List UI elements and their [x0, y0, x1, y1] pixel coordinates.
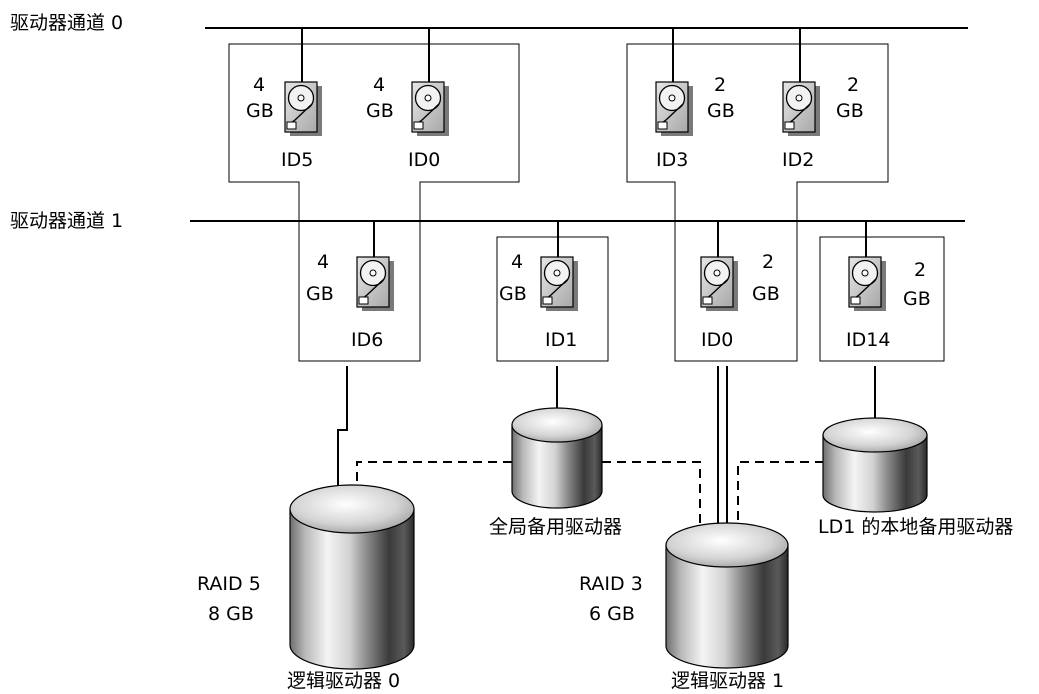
logical-drive-0-label: 逻辑驱动器 0	[287, 670, 400, 692]
drive-size-unit: GB	[366, 100, 394, 122]
logical-drive-1-label: 逻辑驱动器 1	[671, 670, 784, 692]
hard-drive-icon	[782, 81, 821, 137]
drive-size-unit: GB	[903, 288, 931, 310]
hard-drive-icon	[655, 81, 694, 137]
drive-ch0-id3: 2 GB ID3	[655, 74, 735, 171]
channel-0-label: 驱动器通道 0	[10, 12, 123, 34]
global-spare-label: 全局备用驱动器	[489, 516, 622, 538]
drive-ch1-id6: 4 GB ID6	[306, 251, 395, 351]
channel-1-label: 驱动器通道 1	[10, 210, 123, 232]
drive-id: ID14	[846, 329, 890, 351]
global-spare-box	[496, 236, 609, 362]
logical-drive-0-size: 8 GB	[208, 603, 254, 625]
hard-drive-icon	[848, 256, 887, 312]
hard-drive-icon	[284, 81, 323, 137]
drive-size-number: 2	[762, 251, 774, 273]
logical-drive-0-cylinder-icon	[289, 484, 415, 670]
global-spare-cylinder-icon	[511, 407, 603, 509]
drive-size-unit: GB	[499, 283, 527, 305]
drive-size-number: 2	[714, 74, 726, 96]
logical-drive-0-raid-level: RAID 5	[197, 573, 261, 595]
drive-id: ID5	[281, 149, 313, 171]
drive-size-unit: GB	[707, 100, 735, 122]
logical-drive-1-raid-level: RAID 3	[579, 573, 643, 595]
drive-size-unit: GB	[306, 283, 334, 305]
drive-size-number: 4	[373, 74, 385, 96]
drive-ch1-id0: 2 GB ID0	[700, 251, 780, 351]
local-spare-box	[819, 236, 945, 362]
drive-id: ID2	[782, 149, 814, 171]
drive-size-unit: GB	[246, 100, 274, 122]
drive-ch1-id1: 4 GB ID1	[499, 251, 579, 351]
logical-drive-1-cylinder-icon	[665, 522, 789, 669]
hard-drive-icon	[356, 256, 395, 312]
drive-size-number: 4	[317, 251, 329, 273]
logical-drive-1-size: 6 GB	[589, 603, 635, 625]
logical-drive-1-group	[626, 43, 889, 362]
local-spare-cylinder-icon	[822, 417, 928, 513]
local-spare-to-ld1-link	[737, 461, 824, 524]
global-spare-to-ld1-link	[602, 461, 701, 525]
drive-size-unit: GB	[752, 283, 780, 305]
drive-size-number: 2	[914, 259, 926, 281]
drive-id: ID1	[545, 329, 577, 351]
drive-size-unit: GB	[836, 100, 864, 122]
local-spare-label: LD1 的本地备用驱动器	[818, 516, 1013, 538]
drive-size-number: 2	[847, 74, 859, 96]
ld0-connector	[337, 366, 348, 508]
hard-drive-icon	[700, 256, 739, 312]
drive-id: ID3	[656, 149, 688, 171]
drive-ch0-id0: 4 GB ID0	[366, 74, 450, 171]
drive-size-number: 4	[253, 74, 265, 96]
drive-size-number: 4	[511, 251, 523, 273]
hard-drive-icon	[540, 256, 579, 312]
logical-drive-0-group	[228, 43, 520, 362]
drive-id: ID0	[408, 149, 440, 171]
drive-ch0-id5: 4 GB ID5	[246, 74, 323, 171]
drive-id: ID0	[701, 329, 733, 351]
drive-id: ID6	[351, 329, 383, 351]
drive-ch0-id2: 2 GB ID2	[782, 74, 864, 171]
hard-drive-icon	[411, 81, 450, 137]
drive-ch1-id14: 2 GB ID14	[846, 256, 931, 351]
